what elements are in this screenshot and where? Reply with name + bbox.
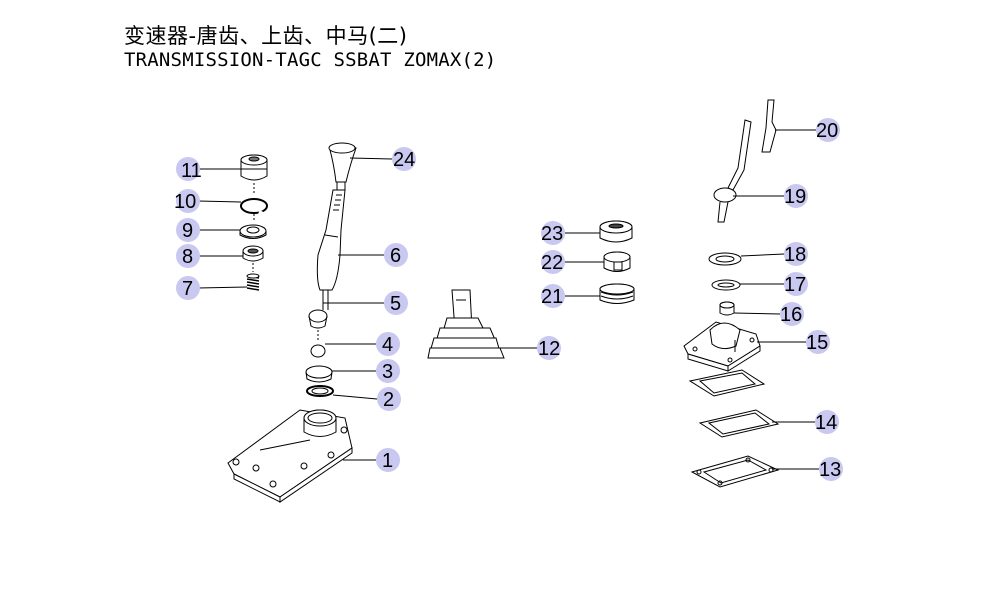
callout-label-20: 20 bbox=[816, 120, 838, 142]
callout-label-15: 15 bbox=[806, 332, 828, 354]
callout-8: 8 bbox=[176, 244, 200, 268]
callout-19: 19 bbox=[784, 184, 808, 208]
callout-label-9: 9 bbox=[182, 220, 193, 242]
callout-label-19: 19 bbox=[784, 186, 806, 208]
callout-18: 18 bbox=[784, 242, 808, 266]
callout-label-23: 23 bbox=[541, 223, 563, 245]
callout-label-12: 12 bbox=[538, 338, 560, 360]
callout-label-17: 17 bbox=[784, 274, 806, 296]
callout-21: 21 bbox=[541, 284, 565, 308]
callout-label-10: 10 bbox=[174, 191, 196, 213]
callout-label-14: 14 bbox=[815, 412, 837, 434]
callout-15: 15 bbox=[806, 330, 830, 354]
part-9-washer bbox=[239, 224, 267, 239]
callout-label-3: 3 bbox=[382, 361, 393, 383]
part-12-rubber-boot bbox=[427, 289, 505, 359]
callout-label-7: 7 bbox=[182, 278, 193, 300]
page-title-chinese: 变速器-唐齿、上齿、中马(二) bbox=[124, 24, 408, 48]
callout-label-4: 4 bbox=[382, 334, 393, 356]
callout-17: 17 bbox=[784, 272, 808, 296]
part-16-bushing bbox=[719, 301, 735, 316]
callout-9: 9 bbox=[176, 218, 200, 242]
callout-23: 23 bbox=[541, 221, 565, 245]
callout-24: 24 bbox=[392, 147, 416, 171]
part-11-cap bbox=[240, 154, 268, 181]
page-title-english: TRANSMISSION-TAGC SSBAT ZOMAX(2) bbox=[124, 49, 497, 71]
part-15-cover-housing bbox=[683, 321, 761, 372]
callout-10: 10 bbox=[174, 189, 200, 213]
callout-11: 11 bbox=[176, 157, 202, 182]
callout-1: 1 bbox=[376, 448, 400, 472]
callout-22: 22 bbox=[541, 250, 565, 274]
part-2-o-ring bbox=[306, 385, 334, 397]
callout-label-1: 1 bbox=[382, 450, 393, 472]
callout-label-11: 11 bbox=[181, 160, 202, 182]
callout-12: 12 bbox=[537, 336, 561, 360]
part-4-pivot-ball bbox=[310, 344, 326, 358]
callout-label-21: 21 bbox=[541, 286, 563, 308]
callout-4: 4 bbox=[376, 332, 400, 356]
callout-2: 2 bbox=[377, 387, 401, 411]
part-5-ball-joint bbox=[308, 309, 328, 340]
part-8-bushing bbox=[242, 245, 264, 262]
part-7-spring bbox=[246, 273, 260, 291]
callout-label-13: 13 bbox=[819, 459, 841, 481]
callout-3: 3 bbox=[376, 359, 400, 383]
callout-14: 14 bbox=[815, 410, 839, 434]
part-3-retainer bbox=[305, 365, 333, 383]
part-23-grommet bbox=[599, 220, 633, 243]
callouts: 11 10 9 8 7 24 6 5 4 3 2 1 12 23 22 21 2… bbox=[174, 118, 843, 481]
callout-label-2: 2 bbox=[383, 389, 394, 411]
part-22-split-bushing bbox=[603, 251, 631, 272]
part-17-seal bbox=[711, 279, 741, 291]
callout-6: 6 bbox=[384, 243, 408, 267]
part-13-base-plate bbox=[690, 455, 780, 488]
part-21-spring-seat bbox=[599, 283, 635, 304]
part-1-lever-housing bbox=[227, 409, 353, 503]
part-19-selector-lever bbox=[713, 119, 752, 223]
callout-label-24: 24 bbox=[393, 149, 415, 171]
part-14-gasket bbox=[698, 409, 780, 438]
part-18-washer bbox=[708, 252, 742, 266]
callout-label-6: 6 bbox=[390, 245, 401, 267]
callout-5: 5 bbox=[384, 291, 408, 315]
callout-20: 20 bbox=[816, 118, 840, 142]
callout-label-5: 5 bbox=[390, 293, 401, 315]
callout-label-18: 18 bbox=[784, 244, 806, 266]
callout-label-8: 8 bbox=[182, 246, 193, 268]
callout-label-16: 16 bbox=[780, 304, 802, 326]
part-10-snap-ring bbox=[240, 198, 268, 216]
part-gasket-upper bbox=[688, 369, 766, 397]
part-24-shift-knob bbox=[328, 142, 357, 190]
callout-7: 7 bbox=[176, 276, 200, 300]
callout-label-22: 22 bbox=[541, 252, 563, 274]
part-20-selector-rod bbox=[761, 99, 777, 153]
callout-16: 16 bbox=[780, 302, 804, 326]
part-6-shift-lever bbox=[316, 189, 346, 310]
callout-13: 13 bbox=[819, 457, 843, 481]
